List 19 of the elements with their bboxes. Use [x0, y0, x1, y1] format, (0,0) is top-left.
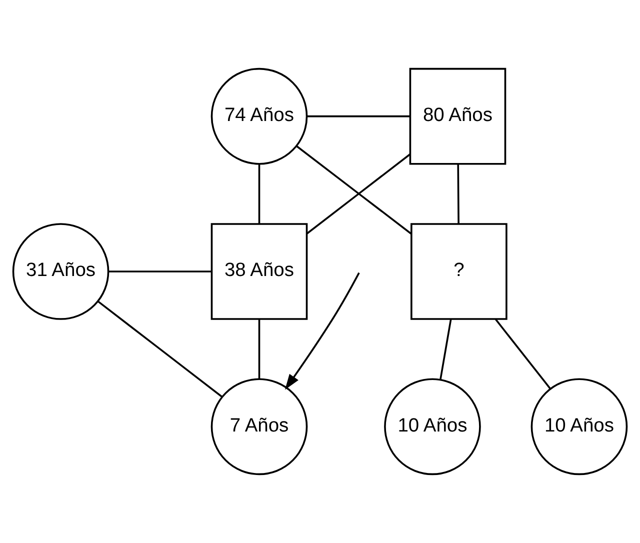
node-circle: 31 Años [12, 223, 110, 320]
connector [108, 270, 212, 272]
connector [296, 146, 412, 235]
connector [306, 153, 411, 234]
connector [258, 319, 260, 380]
node-circle: 10 Años [384, 378, 481, 476]
node-box: ? [410, 223, 508, 320]
node-circle: 7 Años [210, 378, 308, 476]
node-box: 38 Años [210, 223, 308, 320]
node-circle: 10 Años [530, 378, 628, 476]
connector [306, 115, 410, 118]
connector [98, 300, 223, 398]
node-box: 80 Años [409, 68, 506, 165]
connector [457, 164, 460, 224]
node-circle: 74 Años [210, 68, 308, 165]
connector [258, 164, 260, 224]
connector [494, 318, 552, 390]
connector [440, 319, 452, 380]
arrow [284, 272, 360, 390]
